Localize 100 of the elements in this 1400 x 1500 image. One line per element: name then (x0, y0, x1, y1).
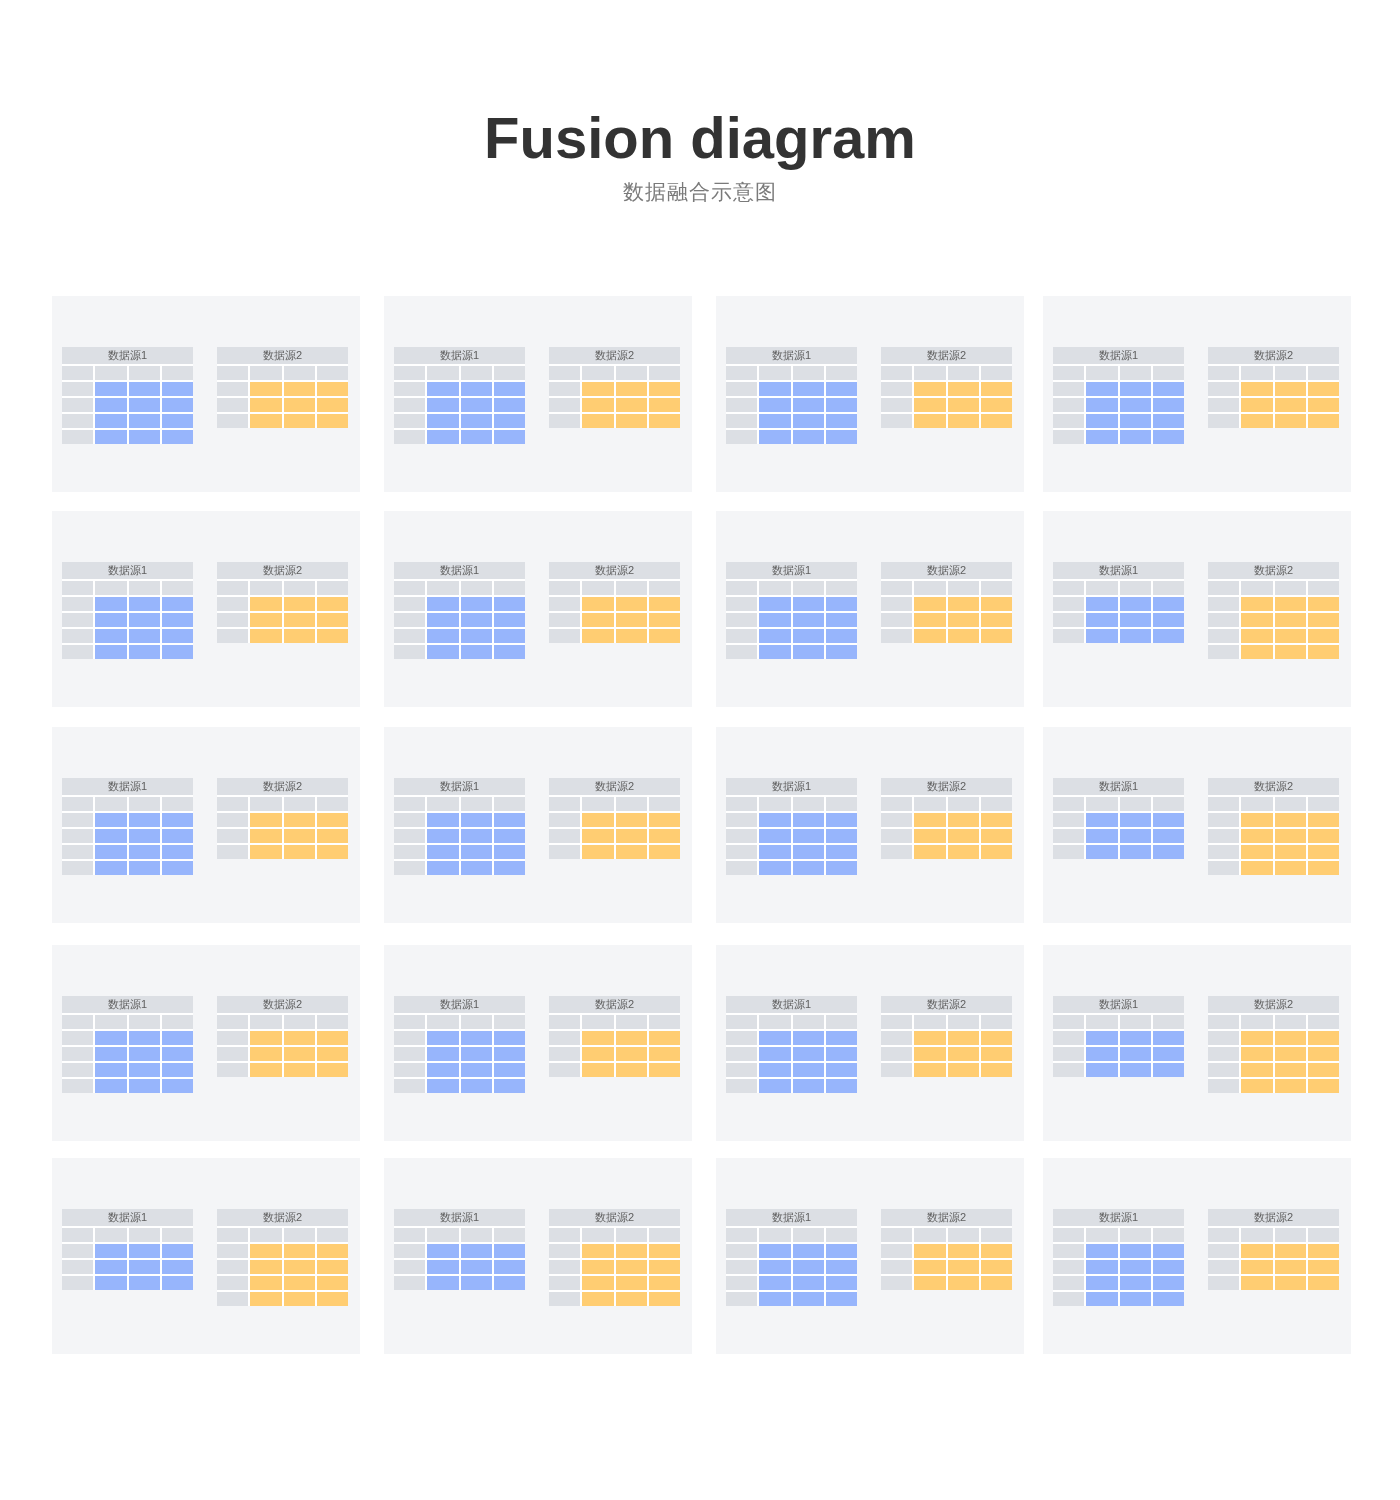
table-title-bar: 数据源2 (549, 562, 680, 579)
table-title-bar: 数据源1 (394, 1209, 525, 1226)
table-title-bar: 数据源1 (726, 996, 857, 1013)
table-title-bar: 数据源1 (726, 347, 857, 364)
table-title-bar: 数据源1 (726, 562, 857, 579)
table-title-bar: 数据源1 (1053, 1209, 1184, 1226)
panel-card (52, 296, 360, 492)
panel-card (52, 1158, 360, 1354)
panel-card (384, 1158, 692, 1354)
data-table (217, 1209, 348, 1306)
panel-card (716, 511, 1024, 707)
table-title-bar: 数据源1 (394, 347, 525, 364)
data-table (217, 778, 348, 859)
data-table (394, 1209, 525, 1290)
panel-card (1043, 296, 1351, 492)
data-table (1208, 562, 1339, 659)
table-title-bar: 数据源1 (1053, 562, 1184, 579)
panel-card (384, 511, 692, 707)
panel-card (716, 945, 1024, 1141)
panel-card (1043, 511, 1351, 707)
table-title-bar: 数据源1 (726, 778, 857, 795)
table-title-bar: 数据源2 (881, 996, 1012, 1013)
table-title-bar: 数据源2 (881, 778, 1012, 795)
data-table (394, 778, 525, 875)
data-table (62, 562, 193, 659)
table-title-bar: 数据源2 (881, 562, 1012, 579)
table-title-bar: 数据源2 (881, 347, 1012, 364)
panel-card (1043, 727, 1351, 923)
panel-card (716, 727, 1024, 923)
panel-card (52, 727, 360, 923)
panel-card (52, 945, 360, 1141)
data-table (1053, 562, 1184, 643)
data-table (62, 1209, 193, 1290)
data-table (549, 562, 680, 643)
table-title-bar: 数据源1 (62, 562, 193, 579)
table-title-bar: 数据源1 (62, 347, 193, 364)
table-title-bar: 数据源2 (1208, 562, 1339, 579)
data-table (549, 347, 680, 428)
data-table (62, 347, 193, 444)
data-table (1208, 1209, 1339, 1290)
table-title-bar: 数据源2 (549, 347, 680, 364)
subtitle: 数据融合示意图 (623, 179, 777, 205)
panel-card (1043, 1158, 1351, 1354)
data-table (726, 562, 857, 659)
data-table (394, 347, 525, 444)
data-table (394, 562, 525, 659)
data-table (217, 996, 348, 1077)
table-title-bar: 数据源2 (217, 996, 348, 1013)
title: Fusion diagram (484, 106, 916, 170)
data-table (217, 562, 348, 643)
table-title-bar: 数据源1 (1053, 996, 1184, 1013)
data-table (62, 996, 193, 1093)
data-table (1208, 996, 1339, 1093)
table-title-bar: 数据源2 (549, 1209, 680, 1226)
panel-card (716, 296, 1024, 492)
data-table (394, 996, 525, 1093)
table-title-bar: 数据源1 (1053, 778, 1184, 795)
table-title-bar: 数据源2 (881, 1209, 1012, 1226)
table-title-bar: 数据源2 (1208, 1209, 1339, 1226)
data-table (1208, 347, 1339, 428)
table-title-bar: 数据源1 (62, 778, 193, 795)
table-title-bar: 数据源2 (217, 347, 348, 364)
data-table (726, 347, 857, 444)
data-table (881, 562, 1012, 643)
table-title-bar: 数据源2 (1208, 996, 1339, 1013)
table-title-bar: 数据源1 (394, 778, 525, 795)
panel-card (52, 511, 360, 707)
table-title-bar: 数据源1 (62, 996, 193, 1013)
table-title-bar: 数据源2 (1208, 347, 1339, 364)
table-title-bar: 数据源1 (62, 1209, 193, 1226)
data-table (1053, 778, 1184, 859)
data-table (881, 1209, 1012, 1290)
table-title-bar: 数据源1 (394, 996, 525, 1013)
table-title-bar: 数据源2 (549, 996, 680, 1013)
data-table (1053, 347, 1184, 444)
table-title-bar: 数据源2 (217, 778, 348, 795)
data-table (549, 996, 680, 1077)
table-title-bar: 数据源2 (549, 778, 680, 795)
data-table (1053, 996, 1184, 1077)
data-table (1053, 1209, 1184, 1306)
data-table (726, 996, 857, 1093)
table-title-bar: 数据源2 (217, 562, 348, 579)
panel-card (384, 945, 692, 1141)
data-table (549, 778, 680, 859)
data-table (726, 778, 857, 875)
data-table (881, 347, 1012, 428)
panel-card (384, 296, 692, 492)
table-title-bar: 数据源2 (217, 1209, 348, 1226)
panel-card (716, 1158, 1024, 1354)
data-table (881, 996, 1012, 1077)
panel-card (1043, 945, 1351, 1141)
data-table (1208, 778, 1339, 875)
data-table (217, 347, 348, 428)
data-table (726, 1209, 857, 1306)
data-table (62, 778, 193, 875)
table-title-bar: 数据源2 (1208, 778, 1339, 795)
table-title-bar: 数据源1 (1053, 347, 1184, 364)
data-table (881, 778, 1012, 859)
table-title-bar: 数据源1 (394, 562, 525, 579)
panel-card (384, 727, 692, 923)
